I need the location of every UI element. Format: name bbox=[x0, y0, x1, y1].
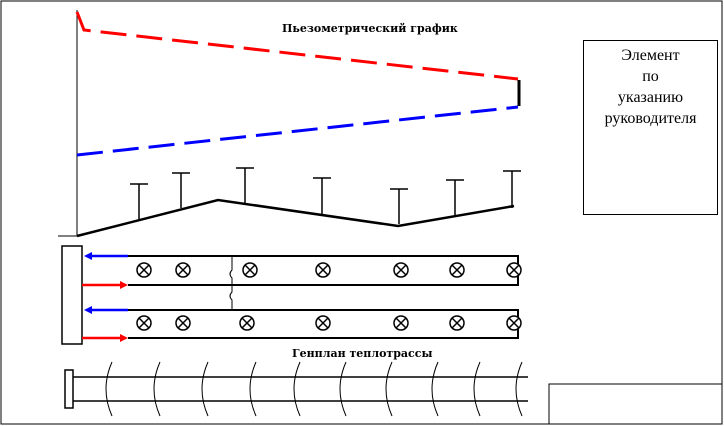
building-height-markers bbox=[130, 167, 521, 224]
valve-icon bbox=[136, 315, 152, 331]
return-arrow-icon bbox=[84, 252, 92, 260]
valve-icon bbox=[393, 262, 409, 278]
valve-icon bbox=[449, 315, 465, 331]
valve-icon bbox=[393, 315, 409, 331]
valve-icon bbox=[506, 262, 522, 278]
title-block-corner bbox=[548, 383, 722, 424]
valve-icon bbox=[506, 315, 522, 331]
valve-icon bbox=[242, 262, 258, 278]
heat-main-plan-title: Генплан теплотрассы bbox=[292, 347, 433, 360]
valves-lower bbox=[136, 315, 522, 331]
valves-upper bbox=[136, 262, 522, 278]
terrain-profile-line bbox=[76, 198, 515, 238]
note-line: по bbox=[642, 68, 659, 85]
return-arrow-icon bbox=[84, 306, 92, 314]
pipe-branch bbox=[229, 256, 233, 285]
note-line: Элемент bbox=[621, 47, 680, 64]
return-pressure-line bbox=[76, 105, 519, 157]
supply-arrow-icon bbox=[120, 281, 128, 289]
heat-source-block bbox=[61, 245, 83, 345]
valve-icon bbox=[449, 262, 465, 278]
plan-arc-marks bbox=[105, 361, 523, 417]
valve-icon bbox=[239, 315, 255, 331]
valve-icon bbox=[175, 315, 191, 331]
note-line: руководителя bbox=[604, 110, 697, 127]
supervisor-element-box: Элемент по указанию руководителя bbox=[583, 40, 718, 215]
supply-pressure-line bbox=[75, 11, 519, 81]
plan-pipelines bbox=[73, 376, 528, 402]
flow-arrows bbox=[82, 252, 128, 342]
piezometric-graph-title: Пьезометрический график bbox=[282, 22, 458, 35]
valve-icon bbox=[315, 315, 331, 331]
pipe-branch bbox=[229, 285, 233, 310]
note-line: указанию bbox=[617, 89, 684, 106]
plan-source-block bbox=[64, 369, 74, 409]
valve-icon bbox=[136, 262, 152, 278]
valve-icon bbox=[175, 262, 191, 278]
supply-arrow-icon bbox=[120, 334, 128, 342]
valve-icon bbox=[315, 262, 331, 278]
